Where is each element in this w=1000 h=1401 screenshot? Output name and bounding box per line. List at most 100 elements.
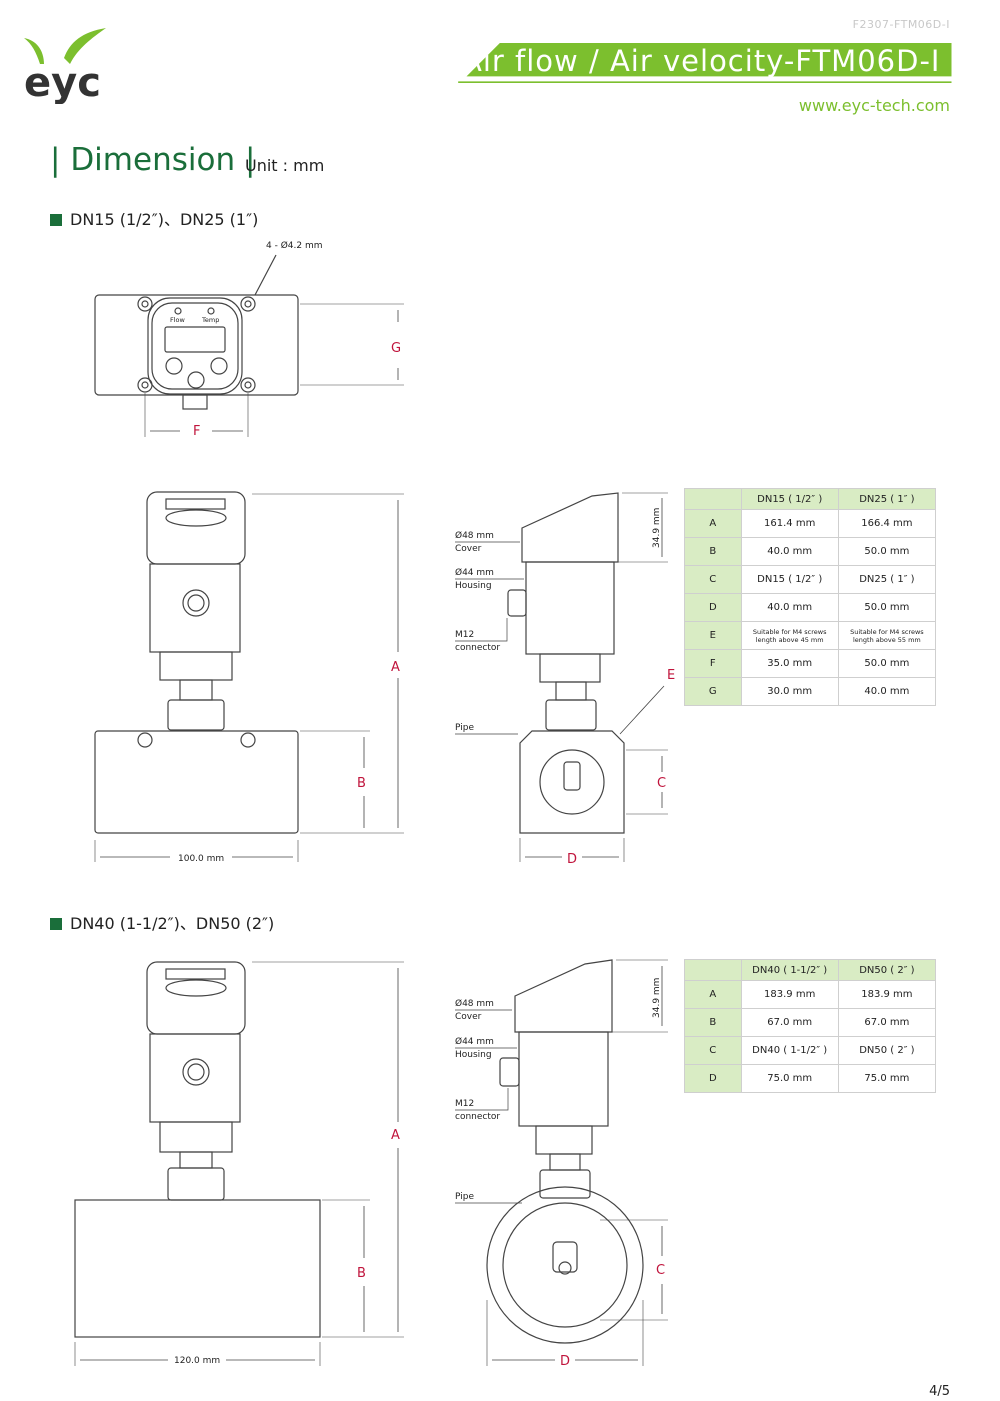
bullet-square-icon [50,214,62,226]
table-cell: 40.0 mm [837,677,937,706]
row-label: A [684,980,742,1009]
table-cell: 161.4 mm [740,509,839,538]
row-label: D [684,1064,742,1093]
cover-label: Ø48 mm [455,530,494,541]
table-cell: DN40 ( 1-1/2″ ) [740,1036,839,1065]
hole-callout: 4 - Ø4.2 mm [266,240,323,251]
row-label: B [684,537,742,566]
row-label: C [684,565,742,594]
dim-d: D [567,852,577,867]
dim-e: E [667,668,675,683]
table-cell: 30.0 mm [740,677,839,706]
dim-c: C [657,776,666,791]
bullet-square-icon [50,918,62,930]
dim-d-2: D [560,1354,570,1369]
table-row: E Suitable for M4 screws length above 45… [684,621,937,650]
table-cell: Suitable for M4 screws length above 45 m… [740,621,839,650]
table-header-row: DN40 ( 1-1/2″ ) DN50 ( 2″ ) [684,959,937,981]
front-view-2: A B 120.0 mm [74,961,404,1366]
row-label: G [684,677,742,706]
table-row: A 161.4 mm 166.4 mm [684,509,937,538]
part2-spec-table: DN40 ( 1-1/2″ ) DN50 ( 2″ ) A 183.9 mm 1… [684,959,937,1093]
connector-sublabel-2: connector [455,1112,500,1122]
logo-text: eyc [24,60,101,104]
page-number: 4/5 [929,1384,950,1399]
table-cell: DN50 ( 2″ ) [837,1036,937,1065]
width-label-2: 120.0 mm [174,1356,220,1366]
cover-label-2: Ø48 mm [455,998,494,1009]
pipe-label: Pipe [455,723,474,733]
table-cell: 67.0 mm [740,1008,839,1037]
table-header-cell: DN25 ( 1″ ) [837,488,937,510]
table-header-row: DN15 ( 1/2″ ) DN25 ( 1″ ) [684,488,937,510]
dim-a: A [391,660,400,675]
row-label: F [684,649,742,678]
table-cell: 183.9 mm [740,980,839,1009]
table-cell: 50.0 mm [837,649,937,678]
housing-label: Ø44 mm [455,567,494,578]
dim-f: F [193,424,200,439]
table-cell: 50.0 mm [837,593,937,622]
table-row: B 40.0 mm 50.0 mm [684,537,937,566]
dim-b-2: B [357,1266,366,1281]
section-title: | Dimension | [50,142,256,178]
side-view: Ø48 mm Cover Ø44 mm Housing M12 connecto… [455,492,675,867]
height-label-2: 34.9 mm [652,978,662,1018]
row-label: D [684,593,742,622]
table-header-cell: DN15 ( 1/2″ ) [740,488,839,510]
top-view: Flow Temp 4 - Ø4.2 mm G F [94,240,404,439]
dim-c-2: C [656,1263,665,1278]
table-corner-cell [684,959,742,981]
row-label: B [684,1008,742,1037]
table-corner-cell [684,488,742,510]
cover-sublabel-2: Cover [455,1012,482,1022]
table-cell: 67.0 mm [837,1008,937,1037]
side-view-2: Ø48 mm Cover Ø44 mm Housing M12 connecto… [455,959,668,1369]
connector-label-2: M12 [455,1099,474,1109]
table-cell: 75.0 mm [837,1064,937,1093]
row-label: A [684,509,742,538]
website-link[interactable]: www.eyc-tech.com [798,96,950,115]
pipe-label-2: Pipe [455,1192,474,1202]
part1-drawings: Flow Temp 4 - Ø4.2 mm G F A [94,240,675,867]
table-cell: 40.0 mm [740,593,839,622]
dim-g: G [391,341,401,356]
flow-label: Flow [170,316,186,324]
housing-sublabel: Housing [455,581,492,591]
table-row: D 75.0 mm 75.0 mm [684,1064,937,1093]
part1-spec-table: DN15 ( 1/2″ ) DN25 ( 1″ ) A 161.4 mm 166… [684,488,937,706]
eyc-logo: eyc [24,28,106,104]
table-row: C DN15 ( 1/2″ ) DN25 ( 1″ ) [684,565,937,594]
title-banner [458,43,952,83]
table-cell: 166.4 mm [837,509,937,538]
table-header-cell: DN50 ( 2″ ) [837,959,937,981]
height-label: 34.9 mm [652,508,662,548]
table-row: A 183.9 mm 183.9 mm [684,980,937,1009]
width-label: 100.0 mm [178,854,224,864]
page-title: Air flow / Air velocity-FTM06D-I [462,44,941,78]
table-cell: DN15 ( 1/2″ ) [740,565,839,594]
part1-heading: DN15 (1/2″)、DN25 (1″) [50,206,258,230]
row-label: C [684,1036,742,1065]
table-cell: 75.0 mm [740,1064,839,1093]
front-view: A B 100.0 mm [94,491,404,864]
table-header-cell: DN40 ( 1-1/2″ ) [740,959,839,981]
dim-a-2: A [391,1128,400,1143]
table-row: C DN40 ( 1-1/2″ ) DN50 ( 2″ ) [684,1036,937,1065]
table-row: F 35.0 mm 50.0 mm [684,649,937,678]
housing-sublabel-2: Housing [455,1050,492,1060]
table-cell: 40.0 mm [740,537,839,566]
connector-label: M12 [455,630,474,640]
part2-heading: DN40 (1-1/2″)、DN50 (2″) [50,910,274,934]
table-cell: 183.9 mm [837,980,937,1009]
housing-label-2: Ø44 mm [455,1036,494,1047]
temp-label: Temp [201,316,219,324]
table-row: G 30.0 mm 40.0 mm [684,677,937,706]
cover-sublabel: Cover [455,544,482,554]
row-label: E [684,621,742,650]
table-cell: 50.0 mm [837,537,937,566]
table-cell: 35.0 mm [740,649,839,678]
table-cell: Suitable for M4 screws length above 55 m… [837,621,937,650]
table-row: B 67.0 mm 67.0 mm [684,1008,937,1037]
part2-drawings: A B 120.0 mm Ø48 mm Cover Ø44 mm Housing… [74,959,668,1369]
